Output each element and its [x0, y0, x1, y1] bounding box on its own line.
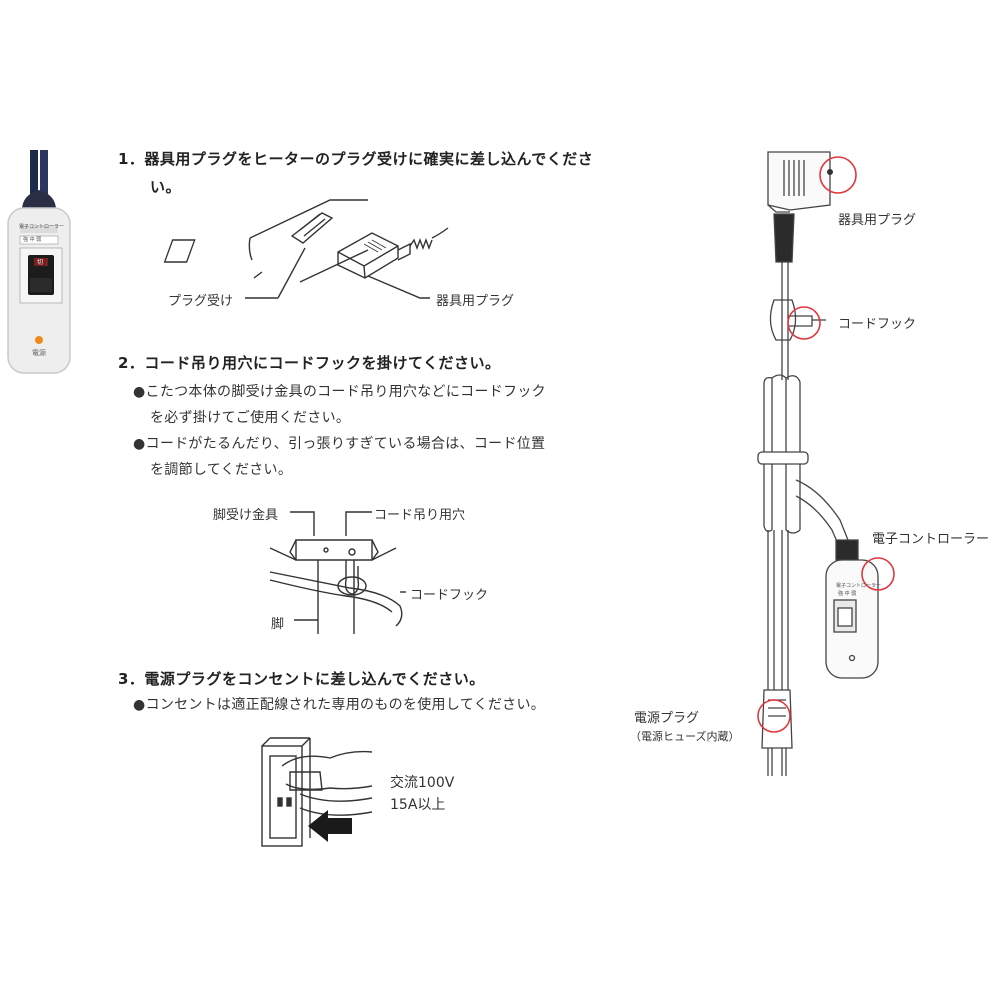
- step2-bullet2-line1: ●コードがたるんだり、引っ張りすぎている場合は、コード位置: [133, 436, 546, 452]
- mini-panel-text-1: 電子コントローラー: [836, 583, 882, 589]
- label-ac-voltage: 交流100V: [390, 775, 455, 791]
- label-cord-hook-fig2: コードフック: [410, 588, 489, 603]
- label-receptacle: プラグ受け: [168, 294, 234, 309]
- label-power-plug-note: （電源ヒューズ内蔵）: [630, 730, 740, 743]
- step1-line1: 1．器具用プラグをヒーターのプラグ受けに確実に差し込んでくださ: [118, 150, 594, 168]
- highlight-controller: [861, 557, 895, 591]
- lamp-label: 電源: [32, 349, 46, 357]
- label-leg-bracket: 脚受け金具: [213, 508, 279, 523]
- step2-bullet1-line2: を必ず掛けてご使用ください。: [150, 410, 351, 426]
- label-ac-current: 15A以上: [390, 797, 446, 813]
- label-appliance-plug-fig1: 器具用プラグ: [436, 294, 515, 309]
- label-leg: 脚: [271, 617, 285, 632]
- step2-title: 2．コード吊り用穴にコードフックを掛けてください。: [118, 354, 501, 372]
- label-controller: 電子コントローラー: [872, 532, 990, 547]
- label-appliance-plug: 器具用プラグ: [838, 213, 917, 228]
- mini-panel-text-2: 強 中 弱: [838, 591, 857, 597]
- step3-title: 3．電源プラグをコンセントに差し込んでください。: [118, 670, 485, 688]
- label-cord-hook: コードフック: [838, 317, 917, 332]
- label-cord-hole: コード吊り用穴: [374, 508, 466, 523]
- step3-bullet1: ●コンセントは適正配線された専用のものを使用してください。: [133, 697, 546, 713]
- step1-line2: い。: [150, 178, 182, 196]
- highlight-cord-hook: [787, 306, 821, 340]
- panel-text-mid: 強 中 弱: [23, 237, 42, 243]
- panel-text-top: 電子コントローラー: [19, 224, 65, 230]
- label-power-plug: 電源プラグ: [634, 711, 700, 726]
- step2-bullet1-line1: ●こたつ本体の脚受け金具のコード吊り用穴などにコードフック: [133, 384, 546, 400]
- highlight-appliance-plug: [819, 156, 857, 194]
- controller-photo-svg: [7, 150, 71, 374]
- highlight-power-plug: [757, 699, 791, 733]
- switch-mark: 切: [37, 259, 44, 266]
- step2-bullet2-line2: を調節してください。: [150, 462, 293, 478]
